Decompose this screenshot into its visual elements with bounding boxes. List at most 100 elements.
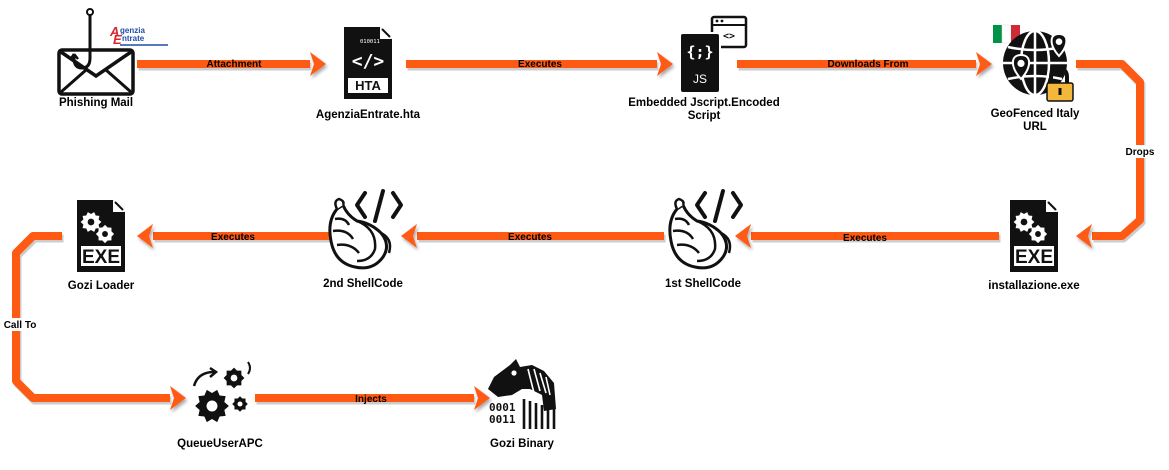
gears-icon <box>192 361 251 423</box>
node-installazione: EXE installazione.exe <box>988 200 1080 292</box>
node-label: Embedded Jscript.Encoded <box>628 97 779 109</box>
map-pin-icon <box>1050 32 1068 58</box>
file-code-glyph: {;} <box>686 43 713 61</box>
exe-file-icon: EXE <box>1010 200 1058 272</box>
file-tag-bg <box>81 246 121 266</box>
arrowhead <box>976 52 992 76</box>
edge-label: Downloads From <box>827 59 908 70</box>
edge-hta-to-jscript: Executes <box>406 52 673 76</box>
code-brackets-icon <box>355 189 403 223</box>
file-tag: EXE <box>82 247 120 268</box>
node-label: GeoFenced Italy <box>991 108 1080 120</box>
edge-jscript-to-geofence: Downloads From <box>737 52 992 76</box>
node-label: URL <box>1023 121 1047 133</box>
fish-hook-barb <box>68 53 79 61</box>
arrowhead <box>137 224 153 248</box>
node-hta: 010011 </> HTA AgenziaEntrate.hta <box>316 27 421 121</box>
file-code-glyph: </> <box>352 51 385 72</box>
file-fold-edge <box>381 28 391 38</box>
arrowhead <box>170 386 186 410</box>
edge-label: Executes <box>508 232 552 243</box>
node-label: AgenziaEntrate.hta <box>316 109 421 121</box>
file-fold-edge <box>114 201 124 211</box>
globe-lock-icon <box>993 24 1074 102</box>
file-tag: EXE <box>1015 247 1053 268</box>
rotation-arrow <box>192 370 215 387</box>
edge-queue-to-gozi_binary: Injects <box>255 386 490 410</box>
edge-label: Attachment <box>206 59 262 70</box>
node-queue: QueueUserAPC <box>177 361 263 450</box>
fish-hook <box>72 14 92 70</box>
brand-text: genzia <box>120 26 145 35</box>
edge-shell2-to-gozi_loader: Executes <box>137 224 332 248</box>
arrowhead <box>1076 224 1092 248</box>
file-bits: 010011 <box>360 39 380 45</box>
edge-shell1-to-shell2: Executes <box>401 224 666 248</box>
edge-phishing-to-hta: Attachment <box>137 52 326 76</box>
shell-code-icon <box>668 189 743 270</box>
fish-hook-eye <box>86 8 94 16</box>
node-label: 1st ShellCode <box>665 278 741 290</box>
node-label: Phishing Mail <box>59 97 133 109</box>
edge-gozi_loader-to-queue: Call To <box>0 232 186 410</box>
node-label: Script <box>688 110 721 122</box>
edge-installazione-to-shell1: Executes <box>735 224 1001 248</box>
envelope-body <box>57 48 135 96</box>
gears-glyph <box>1013 212 1048 244</box>
gear-hole <box>102 231 108 237</box>
node-label: Gozi Binary <box>490 438 555 450</box>
file-tag-bg <box>1014 246 1054 266</box>
gear-hole <box>237 401 243 407</box>
gear-hole <box>87 218 95 226</box>
edge-label: Call To <box>4 320 37 331</box>
lock-icon <box>1046 66 1074 102</box>
edge-label: Executes <box>843 233 887 244</box>
hta-file-icon: 010011 </> HTA <box>344 27 392 99</box>
gear-hole <box>206 400 218 412</box>
node-label: installazione.exe <box>988 280 1079 292</box>
file-tag: HTA <box>355 78 381 93</box>
map-pin-icon <box>1011 53 1031 81</box>
file-body <box>679 32 721 94</box>
node-gozi_loader: EXE Gozi Loader <box>68 200 135 292</box>
italy-flag-icon <box>993 24 1020 44</box>
rotation-arrow-head <box>209 366 219 378</box>
node-label: 2nd ShellCode <box>323 278 403 290</box>
gear-hole <box>1020 218 1028 226</box>
shell-icon <box>328 197 392 270</box>
arrowhead <box>474 386 490 410</box>
shell-code-icon <box>328 189 403 270</box>
binary-bits: 0011 <box>489 413 516 426</box>
rotation-arrow <box>247 361 251 375</box>
gear-hole <box>230 374 238 382</box>
svg-text:<>: <> <box>723 31 735 42</box>
gears-glyph <box>80 212 115 244</box>
edge-label: Executes <box>211 232 255 243</box>
shell-icon <box>668 197 732 270</box>
edge-label-bg <box>1121 145 1159 158</box>
brand-text: ntrate <box>122 34 145 43</box>
edge-label: Executes <box>518 59 562 70</box>
node-shell2: 2nd ShellCode <box>323 189 403 290</box>
brand-letter: E <box>113 32 122 47</box>
horse-body-stripes <box>522 399 556 429</box>
file-tag-bg <box>348 78 388 93</box>
file-tag: JS <box>693 72 707 86</box>
arrowhead <box>735 224 751 248</box>
envelope-fold <box>60 68 132 94</box>
brand-letter: A <box>109 24 119 39</box>
code-brackets-icon <box>695 189 743 223</box>
js-file-icon: <> {;} JS <box>679 15 748 94</box>
node-label: Gozi Loader <box>68 280 135 292</box>
arrowhead <box>401 224 417 248</box>
exe-file-icon: EXE <box>77 200 125 272</box>
